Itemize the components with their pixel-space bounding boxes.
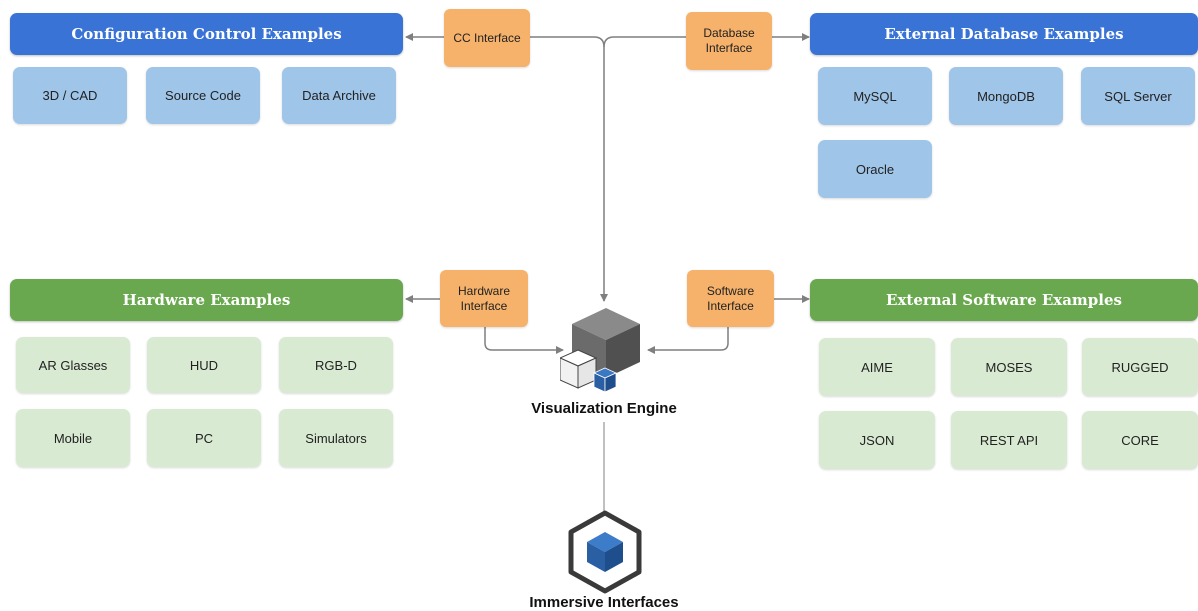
visualization-engine-label: Visualization Engine: [531, 400, 677, 417]
hw-item-hud: HUD: [147, 337, 261, 393]
db-to-trunk: [603, 36, 686, 48]
hw-item-simulators: Simulators: [279, 409, 393, 467]
cc-interface-box: CC Interface: [444, 9, 530, 67]
immersive-interfaces-label: Immersive Interfaces: [529, 594, 679, 611]
cube-cluster-icon: [560, 308, 640, 393]
database-interface-box: Database Interface: [686, 12, 772, 70]
db-item-oracle: Oracle: [818, 140, 932, 198]
db-item-mysql: MySQL: [818, 67, 932, 125]
sw-item-aime: AIME: [819, 338, 935, 396]
config-control-header: Configuration Control Examples: [10, 13, 403, 55]
config-item-source-code: Source Code: [146, 67, 260, 124]
hw-item-pc: PC: [147, 409, 261, 467]
sw-item-rest-api: REST API: [951, 411, 1067, 469]
sw-item-json: JSON: [819, 411, 935, 469]
external-software-header: External Software Examples: [810, 279, 1198, 321]
hexagon-cube-icon: [568, 510, 642, 594]
hw-to-engine: [484, 327, 564, 354]
sw-to-engine: [647, 327, 729, 354]
software-interface-box: Software Interface: [687, 270, 774, 327]
external-db-header: External Database Examples: [810, 13, 1198, 55]
hardware-header: Hardware Examples: [10, 279, 403, 321]
config-item-3d-cad: 3D / CAD: [13, 67, 127, 124]
hardware-interface-box: Hardware Interface: [440, 270, 528, 327]
sw-item-core: CORE: [1082, 411, 1198, 469]
cc-to-trunk: [530, 36, 605, 48]
sw-item-moses: MOSES: [951, 338, 1067, 396]
hw-item-ar-glasses: AR Glasses: [16, 337, 130, 393]
hw-item-rgb-d: RGB-D: [279, 337, 393, 393]
db-item-mongodb: MongoDB: [949, 67, 1063, 125]
sw-item-rugged: RUGGED: [1082, 338, 1198, 396]
hw-item-mobile: Mobile: [16, 409, 130, 467]
db-item-sql-server: SQL Server: [1081, 67, 1195, 125]
config-item-data-archive: Data Archive: [282, 67, 396, 124]
